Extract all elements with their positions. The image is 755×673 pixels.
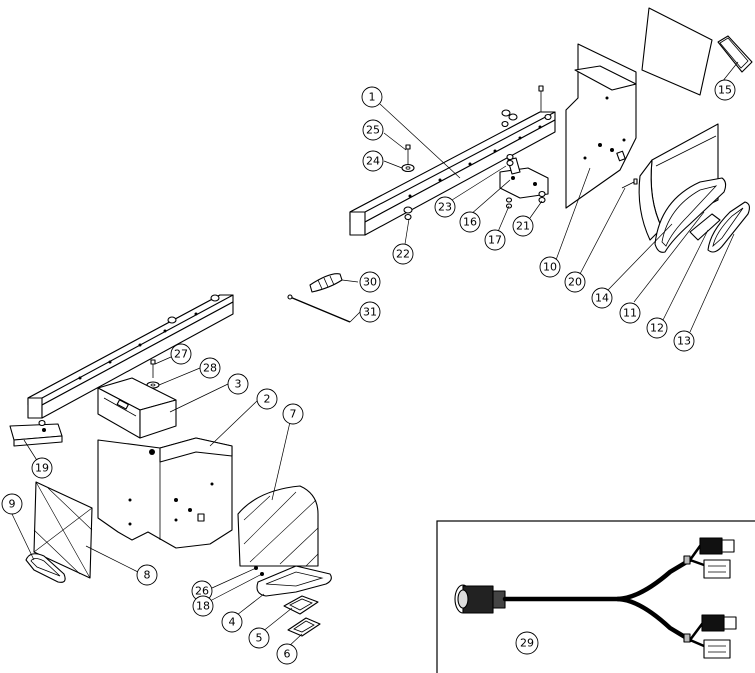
svg-text:31: 31 (363, 306, 377, 319)
svg-text:20: 20 (568, 276, 582, 289)
reflector-12 (689, 213, 721, 241)
callout-10: 10 (539, 256, 561, 278)
svg-text:4: 4 (229, 616, 236, 629)
callout-22: 22 (392, 243, 414, 265)
bracket-19 (9, 419, 63, 447)
callout-6: 6 (276, 643, 298, 665)
reflector-6 (287, 617, 321, 637)
svg-text:15: 15 (718, 84, 732, 97)
callout-4: 4 (221, 611, 243, 633)
toolbox-3 (97, 377, 177, 439)
svg-text:14: 14 (595, 292, 609, 305)
svg-text:3: 3 (235, 378, 242, 391)
bolt-20 (621, 178, 638, 189)
washer-24 (401, 163, 415, 173)
svg-text:2: 2 (264, 393, 271, 406)
plug-connector (454, 584, 506, 614)
reflector-5 (283, 595, 319, 615)
reflector-15 (717, 35, 753, 73)
crossbar-right (349, 111, 556, 236)
nut-22 (403, 206, 413, 221)
callout-2: 2 (256, 388, 278, 410)
callout-29: 29 (515, 631, 539, 655)
spring-30 (309, 273, 343, 293)
callout-12: 12 (646, 317, 668, 339)
bolt-25 (405, 144, 411, 165)
callout-25: 25 (362, 119, 384, 141)
bolt-beam-top (538, 85, 544, 112)
callout-16: 16 (459, 211, 481, 233)
svg-text:19: 19 (35, 462, 49, 475)
callout-9: 9 (1, 493, 23, 515)
svg-text:8: 8 (144, 569, 151, 582)
callout-28: 28 (199, 357, 221, 379)
svg-text:12: 12 (650, 322, 664, 335)
callout-1: 1 (361, 86, 383, 108)
svg-text:22: 22 (396, 248, 410, 261)
sticker-plate-8 (33, 481, 93, 579)
callout-21: 21 (512, 215, 534, 237)
svg-text:24: 24 (366, 155, 380, 168)
callout-14: 14 (591, 287, 613, 309)
callout-19: 19 (31, 457, 53, 479)
lower-branch-connectors (683, 614, 737, 659)
callout-13: 13 (673, 330, 695, 352)
svg-text:6: 6 (284, 648, 291, 661)
svg-text:17: 17 (488, 234, 502, 247)
callout-5: 5 (248, 627, 270, 649)
svg-text:13: 13 (677, 335, 691, 348)
reflector-frame-11 (654, 177, 727, 253)
harness-inset (436, 520, 755, 673)
callout-26: 26 (191, 580, 213, 602)
mudguard-plate-10 (565, 43, 637, 209)
callout-7: 7 (282, 403, 304, 425)
svg-text:11: 11 (623, 307, 637, 320)
svg-text:25: 25 (366, 124, 380, 137)
callout-20: 20 (564, 271, 586, 293)
svg-text:26: 26 (195, 585, 209, 598)
svg-text:30: 30 (363, 276, 377, 289)
pin-31 (287, 294, 351, 323)
svg-text:10: 10 (543, 261, 557, 274)
leader-lines (11, 61, 739, 649)
svg-text:23: 23 (438, 201, 452, 214)
callout-30: 30 (359, 271, 381, 293)
callout-23: 23 (434, 196, 456, 218)
svg-text:27: 27 (174, 348, 188, 361)
reflector-13 (707, 201, 751, 253)
svg-text:18: 18 (196, 600, 210, 613)
bolt-27 (150, 359, 156, 378)
svg-text:7: 7 (290, 408, 297, 421)
svg-text:1: 1 (369, 91, 376, 104)
svg-text:21: 21 (516, 220, 530, 233)
callout-27: 27 (170, 343, 192, 365)
mudguard-panel-7 (237, 485, 319, 567)
svg-text:16: 16 (463, 216, 477, 229)
mudguard-plate-2 (97, 437, 233, 549)
nuts-bracket (505, 153, 546, 209)
callout-18: 18 (192, 595, 214, 617)
svg-text:29: 29 (520, 637, 534, 650)
reflector-9 (25, 553, 66, 583)
callout-15: 15 (714, 79, 736, 101)
nuts-beam (501, 109, 552, 128)
upper-branch-connectors (683, 537, 735, 579)
callout-31: 31 (359, 301, 381, 323)
callout-11: 11 (619, 302, 641, 324)
callout-3: 3 (227, 373, 249, 395)
svg-text:28: 28 (203, 362, 217, 375)
callout-17: 17 (484, 229, 506, 251)
callout-8: 8 (136, 564, 158, 586)
nuts-lower (254, 566, 264, 576)
callout-24: 24 (362, 150, 384, 172)
sticker-plate-15 (641, 7, 713, 96)
svg-text:9: 9 (9, 498, 16, 511)
crossbar-left (27, 294, 234, 419)
bracket-16 (499, 157, 549, 199)
svg-text:5: 5 (256, 632, 263, 645)
reflector-frame-4 (256, 565, 332, 597)
